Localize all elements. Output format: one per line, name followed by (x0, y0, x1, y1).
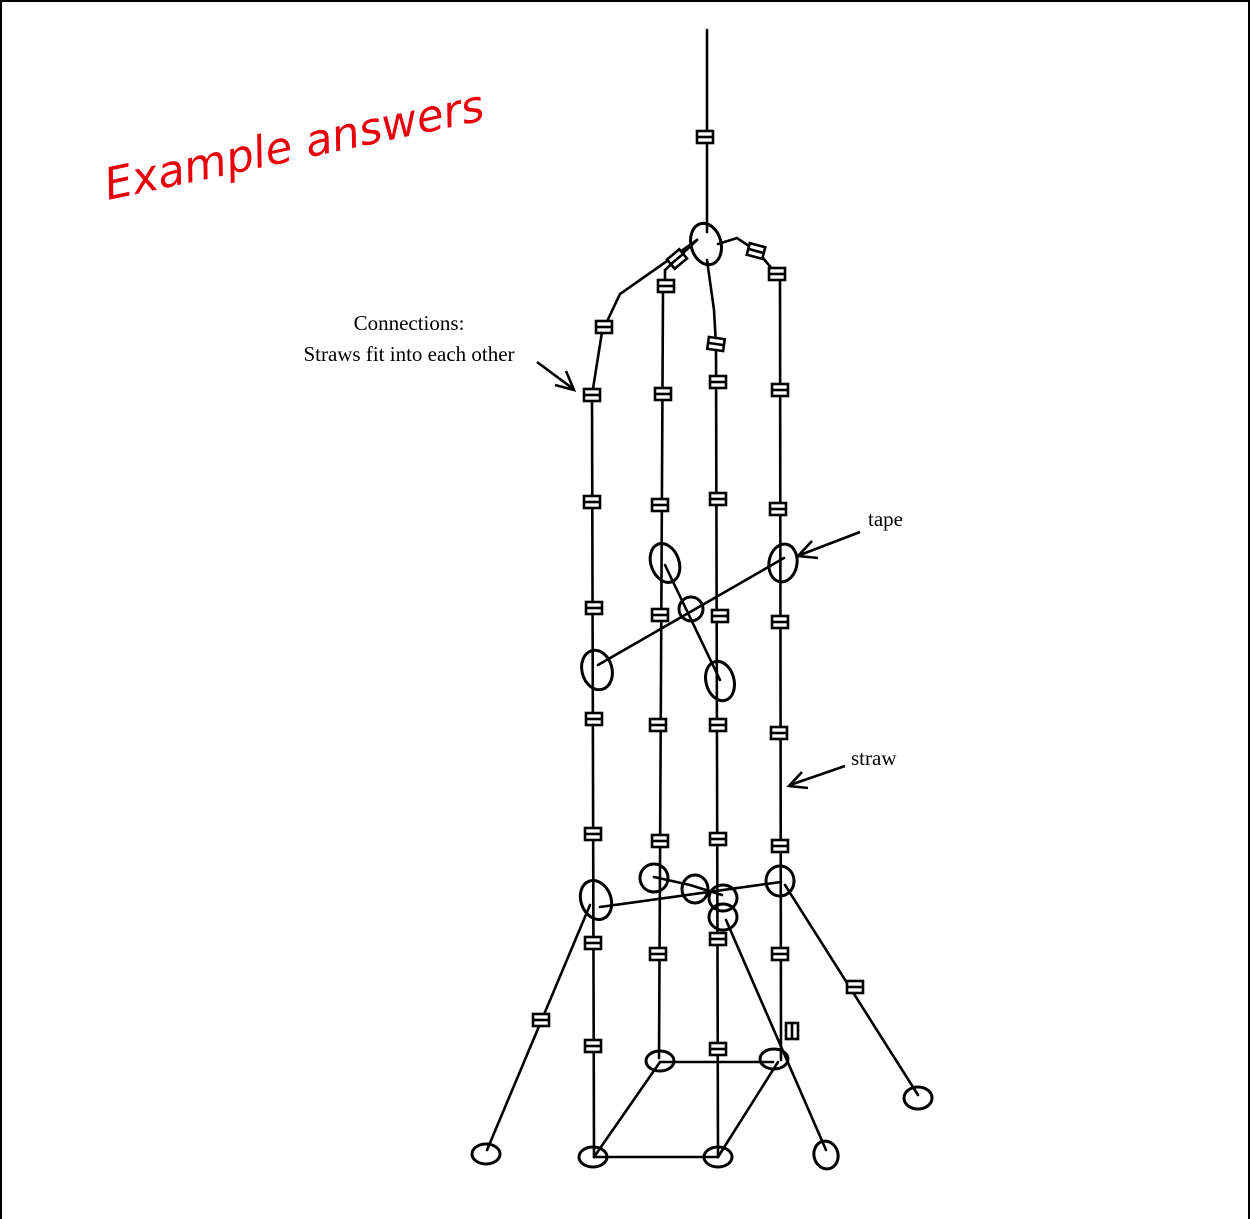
inner-left-column-straw (657, 287, 665, 1060)
tape-wrap (707, 883, 739, 913)
tape-wrap (644, 1049, 676, 1073)
tape-wrap (689, 221, 723, 267)
connector-marker (583, 935, 603, 951)
connector-marker (656, 278, 676, 294)
straw-connectors (531, 129, 865, 1057)
tape-arrow (795, 530, 861, 560)
lower-ring-straw-1 (598, 880, 783, 909)
tape-wrap (578, 879, 614, 921)
inner-right-column-straw (714, 343, 720, 1159)
connector-marker (767, 266, 787, 282)
connector-marker (745, 241, 767, 261)
tape-wrap (767, 542, 799, 584)
connector-marker (582, 494, 602, 510)
connector-marker (710, 608, 730, 624)
connector-marker (770, 382, 790, 398)
connector-marker (648, 946, 668, 962)
connector-marker (648, 717, 668, 733)
tape-wrap (648, 542, 682, 584)
example-answers-heading: Example answers (100, 80, 489, 210)
connector-marker (708, 374, 728, 390)
tape-wrap (764, 864, 796, 898)
connector-marker (769, 725, 789, 741)
connector-marker (708, 831, 728, 847)
connector-marker (695, 129, 715, 145)
right-column-straw (778, 274, 783, 1062)
straw-arrow (786, 764, 846, 790)
inner-right-roof-straw (705, 258, 718, 347)
connector-marker (845, 979, 865, 995)
tape-wrap (702, 1145, 734, 1169)
left-roof-straw (590, 238, 699, 397)
right-roof-straw (716, 236, 780, 278)
tape-wrap (902, 1085, 934, 1111)
tape-wraps (470, 221, 934, 1171)
base-straw-right (716, 1060, 780, 1159)
tape-wrap (470, 1142, 502, 1166)
connector-marker (708, 717, 728, 733)
connector-marker (665, 247, 689, 271)
base-straw-left (592, 1060, 662, 1159)
connector-marker (770, 838, 790, 854)
connector-marker (708, 931, 728, 947)
connections-label: Connections: (354, 311, 465, 335)
connector-marker (584, 711, 604, 727)
tape-wrap (638, 862, 670, 894)
tape-wrap (812, 1139, 840, 1171)
left-column-straw (590, 393, 596, 1159)
tape-wrap (580, 648, 614, 692)
connector-marker (784, 1021, 800, 1041)
connector-marker (584, 600, 604, 616)
connector-marker (768, 501, 788, 517)
connector-marker (708, 1041, 728, 1057)
connector-marker (770, 614, 790, 630)
connector-marker (650, 497, 670, 513)
tape-wrap (680, 873, 710, 905)
connector-marker (583, 1038, 603, 1054)
connector-marker (770, 946, 790, 962)
rear-leg-straw (724, 918, 828, 1152)
connector-marker (708, 491, 728, 507)
tape-wrap (704, 659, 736, 703)
connections-arrow (536, 360, 577, 392)
tape-wrap (577, 1145, 609, 1169)
tape-wrap (707, 902, 739, 932)
left-leg-straw (485, 903, 592, 1152)
connector-marker (705, 335, 727, 353)
connector-marker (594, 319, 614, 335)
connector-marker (531, 1012, 551, 1028)
tape-label: tape (868, 507, 903, 531)
connector-marker (653, 386, 673, 402)
connector-marker (650, 607, 670, 623)
connector-marker (650, 833, 670, 849)
connector-marker (582, 387, 602, 403)
brace-straw-1 (596, 556, 786, 667)
tape-wrap (677, 595, 705, 623)
tape-wrap (758, 1047, 790, 1071)
connections-description-label: Straws fit into each other (303, 342, 514, 366)
connector-marker (583, 826, 603, 842)
brace-straw-2 (663, 563, 722, 682)
straw-label: straw (851, 746, 897, 770)
